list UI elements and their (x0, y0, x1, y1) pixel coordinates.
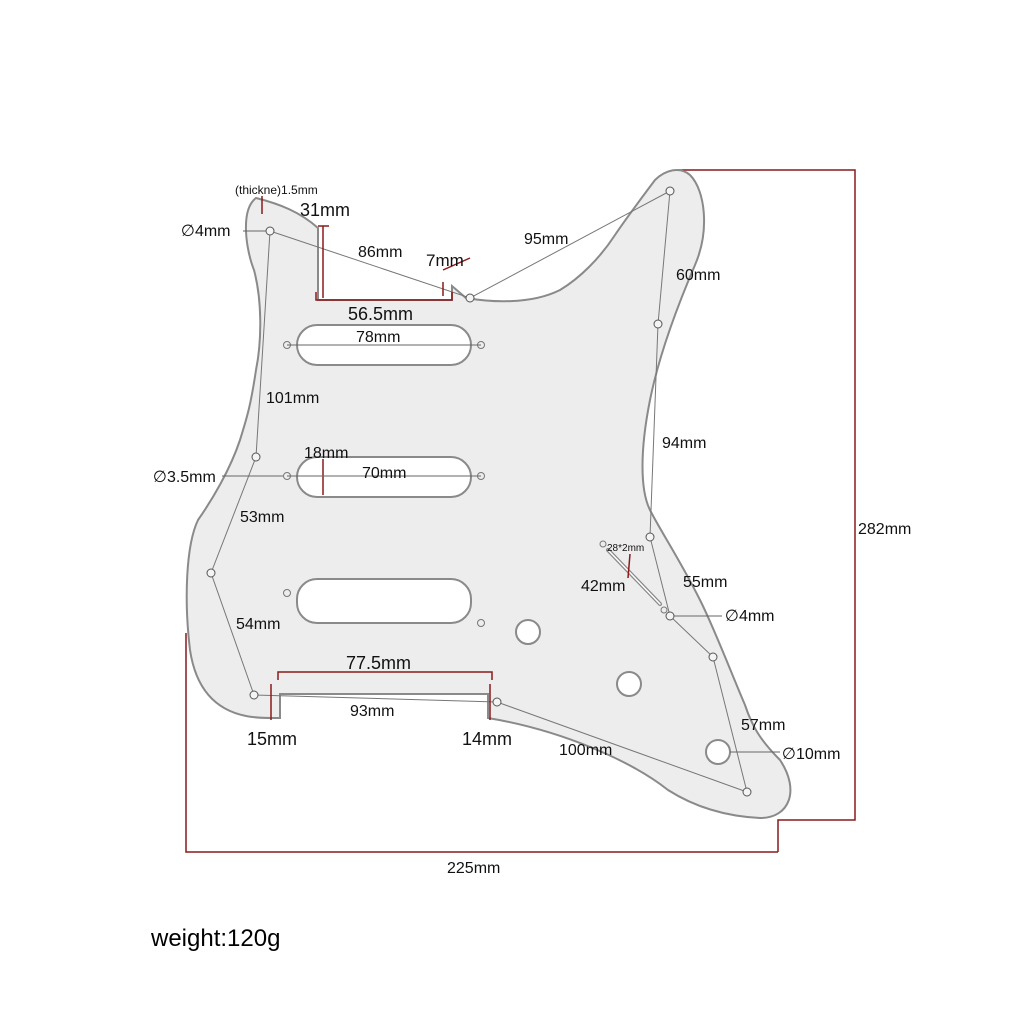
label-15mm: 15mm (247, 729, 297, 749)
label-70mm: 70mm (362, 465, 406, 482)
label-101mm: 101mm (266, 390, 319, 407)
height-dimension-line (678, 169, 856, 852)
pickup-hole (477, 619, 485, 627)
screw-hole (708, 652, 718, 662)
weight-label: weight:120g (151, 925, 281, 952)
screw-hole (206, 568, 216, 578)
jack-hole (705, 739, 731, 765)
neck-cutout-7mm-lead (442, 257, 471, 271)
label-31mm: 31mm (300, 200, 350, 220)
screw-holes (206, 186, 752, 797)
tone-knob-hole-1 (616, 671, 642, 697)
middle-pickup-slot (296, 456, 472, 498)
screw-hole (465, 293, 475, 303)
label-54mm: 54mm (236, 616, 280, 633)
label-18mm: 18mm (304, 445, 348, 462)
label-hole-3-5mm: ∅3.5mm (153, 469, 216, 486)
label-hole-4mm-right: ∅4mm (725, 608, 775, 625)
label-60mm: 60mm (676, 267, 720, 284)
screw-hole (653, 319, 663, 329)
label-100mm: 100mm (559, 742, 612, 759)
label-hole-4mm-top: ∅4mm (181, 223, 231, 240)
switch-slot-leader (627, 553, 631, 579)
screw-hole (251, 452, 261, 462)
label-93mm: 93mm (350, 703, 394, 720)
label-53mm: 53mm (240, 509, 284, 526)
switch-hole (599, 540, 607, 548)
screw-hole (665, 611, 675, 621)
callout-leaders (222, 230, 780, 753)
switch-hole (660, 606, 668, 614)
label-78mm: 78mm (356, 329, 400, 346)
screw-hole (249, 690, 259, 700)
label-86mm: 86mm (358, 244, 402, 261)
screw-hole (265, 226, 275, 236)
label-77-5mm: 77.5mm (346, 653, 411, 673)
screw-hole (665, 186, 675, 196)
screw-hole (742, 787, 752, 797)
selector-switch-slot-inner (607, 549, 661, 605)
label-57mm: 57mm (741, 717, 785, 734)
label-overall-height: 282mm (858, 521, 911, 538)
label-hole-10mm: ∅10mm (782, 746, 840, 763)
bottom-cutout-775mm-mark (277, 671, 493, 680)
label-42mm: 42mm (581, 578, 625, 595)
label-55mm: 55mm (683, 574, 727, 591)
dimension-labels: (thickne)1.5mm 31mm 86mm 95mm 7mm 60mm ∅… (153, 183, 911, 877)
label-14mm: 14mm (462, 729, 512, 749)
thickness-label: (thickne)1.5mm (235, 183, 318, 197)
label-overall-width: 225mm (447, 860, 500, 877)
volume-knob-hole (515, 619, 541, 645)
neck-cutout-565mm-mark (315, 292, 453, 301)
bridge-pickup-slot (296, 578, 472, 624)
screw-chain-right (649, 190, 748, 793)
label-28x2mm: 28*2mm (607, 543, 644, 554)
screw-chain-left (210, 230, 271, 696)
overall-dimension-lines (185, 169, 856, 853)
label-56-5mm: 56.5mm (348, 304, 413, 324)
measurement-marks (261, 196, 631, 720)
width-dimension-line (185, 633, 778, 853)
label-95mm: 95mm (524, 231, 568, 248)
label-7mm: 7mm (426, 251, 464, 270)
pickup-hole (283, 589, 291, 597)
screw-hole (492, 697, 502, 707)
label-94mm: 94mm (662, 435, 706, 452)
screw-hole (645, 532, 655, 542)
